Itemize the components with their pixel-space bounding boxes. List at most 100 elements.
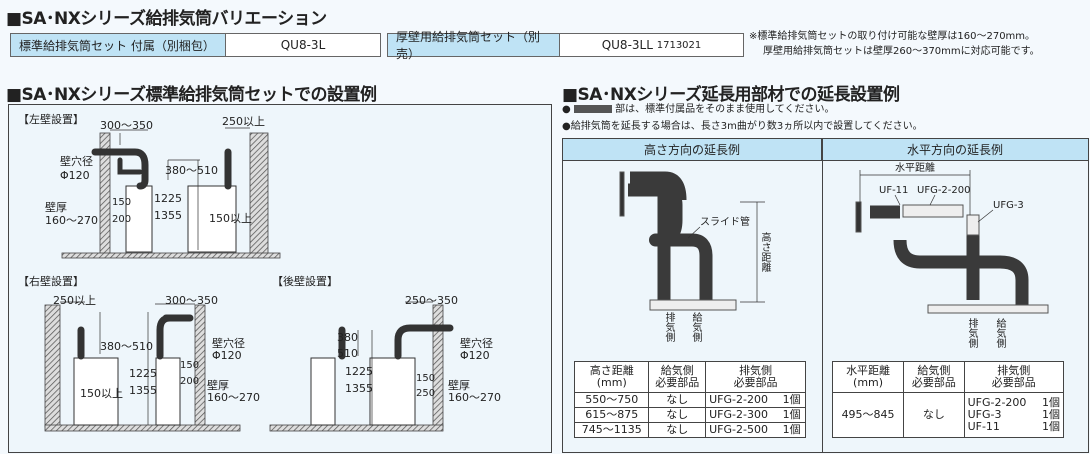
gap-bottom: 250 — [416, 388, 436, 399]
part: UF-11 — [967, 420, 1000, 433]
water-heater — [310, 357, 336, 426]
table-header: 給気側 必要部品 — [648, 361, 707, 393]
horizontal-distance-label: 水平距離 — [895, 163, 935, 174]
table-header: 水平距離 (mm) — [831, 361, 905, 393]
cell: UFG-2-200 — [705, 392, 779, 408]
cell: UFG-2-500 — [705, 422, 779, 438]
thick-set-label: 厚壁用給排気筒セット（別売） — [388, 30, 560, 61]
cell: 495～845 — [831, 392, 905, 438]
floor — [269, 424, 444, 432]
height-diff-label: 380～510 — [165, 164, 218, 177]
slide-pipe-label: スライド管 — [700, 217, 750, 228]
bullet-1-text: 部は、標準付属品をそのまま使用してください。 — [615, 104, 835, 115]
standard-set-label: 標準給排気筒セット 付属（別梱包） — [11, 34, 226, 56]
pipe-span-label: 300～350 — [165, 294, 218, 307]
water-heater — [369, 357, 416, 426]
height-top: 1225 — [345, 365, 373, 378]
part-ufg2200-label: UFG-2-200 — [917, 185, 971, 196]
side-clearance: 150以上 — [80, 387, 123, 400]
side-clearance: 150以上 — [209, 212, 252, 225]
intake-side-label: 給気側 — [994, 318, 1005, 348]
qty: 1個 — [1042, 396, 1060, 409]
height-top: 1225 — [154, 192, 182, 205]
cell: 1個 — [778, 392, 807, 408]
hole-label: 壁穴径 — [460, 337, 493, 350]
cell: なし — [648, 407, 707, 423]
variation-note-2: 厚壁用給排気筒セットは壁厚260～370mmに対応可能です。 — [763, 46, 1040, 57]
cell: 1個 — [778, 422, 807, 438]
exhaust-side-label: 排気側 — [966, 318, 977, 348]
height-distance-label: 高さ距離 — [759, 232, 770, 272]
thick-set-code: 1713021 — [656, 39, 702, 51]
wall-thickness-label: 壁厚 — [448, 379, 470, 392]
top-clearance-label: 250以上 — [53, 294, 96, 307]
hole-label: 壁穴径 — [60, 155, 93, 168]
water-heater — [155, 357, 181, 426]
cell: なし — [648, 392, 707, 408]
pipe-span-label: 250～350 — [405, 294, 458, 307]
floor — [61, 252, 281, 259]
bullet-2: ●給排気筒を延長する場合は、長さ3m曲がり数3ヵ所以内で設置してください。 — [562, 121, 923, 132]
gap-top: 150 — [112, 197, 132, 208]
part-uf11-label: UF-11 — [879, 185, 909, 196]
cell: UFG-2-300 — [705, 407, 779, 423]
part: UFG-2-200 — [967, 396, 1027, 409]
variation-note-1: ※標準給排気筒セットの取り付け可能な壁厚は160～270mm。 — [749, 31, 1036, 42]
water-heater — [73, 357, 119, 426]
cell: なし — [648, 422, 707, 438]
gap-bottom: 200 — [112, 214, 132, 225]
part: UFG-3 — [967, 408, 1002, 421]
cell: 1個 — [778, 407, 807, 423]
gap-top: 150 — [416, 373, 436, 384]
pattern-swatch — [573, 105, 612, 113]
intake-side-label: 給気側 — [690, 312, 701, 342]
hole-value: Φ120 — [460, 349, 490, 362]
cell: 550～750 — [573, 392, 650, 408]
wall-thickness-label: 壁厚 — [207, 379, 229, 392]
wall-thickness-value: 160～270 — [448, 391, 501, 404]
table-header: 給気側 必要部品 — [903, 361, 965, 393]
height-diff-top: 380 — [337, 331, 358, 344]
horizontal-extension-header: 水平方向の延長例 — [822, 139, 1088, 161]
right-wall-title: 【右壁設置】 — [18, 275, 84, 288]
water-heater — [187, 185, 237, 253]
vertical-extension-header: 高さ方向の延長例 — [563, 139, 822, 161]
hole-value: Φ120 — [60, 169, 90, 182]
thick-set-value: QU8-3LL — [601, 38, 653, 52]
cell: なし — [903, 392, 965, 438]
standard-install-diagrams — [44, 127, 454, 432]
standard-set-box: 標準給排気筒セット 付属（別梱包） QU8-3L — [10, 33, 381, 57]
height-top: 1225 — [129, 367, 157, 380]
column-divider — [822, 139, 823, 452]
standard-section-title: ■SA･NXシリーズ標準給排気筒セットでの設置例 — [6, 85, 377, 105]
extension-section-title: ■SA･NXシリーズ延長用部材での延長設置例 — [562, 85, 900, 105]
hole-value: Φ120 — [212, 349, 242, 362]
cell: 745～1135 — [573, 422, 650, 438]
wall-thickness-value: 160～270 — [45, 214, 98, 227]
wall-thickness-value: 160～270 — [207, 391, 260, 404]
height-diff-bottom: 510 — [337, 347, 358, 360]
exhaust-side-label: 排気側 — [663, 312, 674, 342]
part-ufg3-label: UFG-3 — [993, 200, 1024, 211]
height-diff-label: 380～510 — [100, 340, 153, 353]
back-wall-title: 【後壁設置】 — [272, 275, 338, 288]
table-header: 高さ距離 (mm) — [573, 361, 650, 393]
bullet-1: ● 部は、標準付属品をそのまま使用してください。 — [562, 104, 835, 115]
height-bottom: 1355 — [154, 209, 182, 222]
height-bottom: 1355 — [129, 384, 157, 397]
table-header: 排気側 必要部品 — [963, 361, 1065, 393]
standard-set-value: QU8-3L — [280, 38, 326, 52]
qty: 1個 — [1042, 420, 1060, 433]
gap-top: 150 — [180, 360, 200, 371]
gap-bottom: 200 — [180, 376, 200, 387]
floor — [44, 424, 241, 432]
height-bottom: 1355 — [345, 382, 373, 395]
pipe-span-label: 300～350 — [100, 119, 153, 132]
